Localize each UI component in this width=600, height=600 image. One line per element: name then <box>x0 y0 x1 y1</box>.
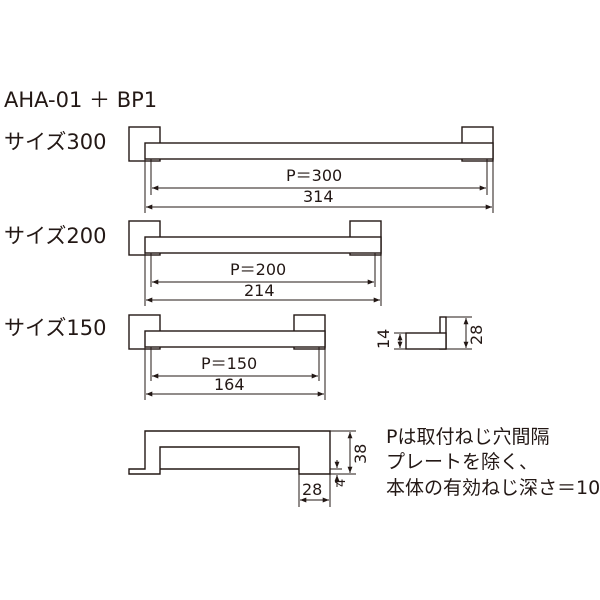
pitch-150-text: P＝150 <box>201 354 258 373</box>
length-150-text: 164 <box>214 375 245 394</box>
pitch-200-text: P＝200 <box>230 260 287 279</box>
end-view-grip-section <box>405 332 447 350</box>
handle-300-drawing <box>128 126 494 162</box>
length-200-text: 214 <box>244 281 275 300</box>
end-view-height-text: 28 <box>467 324 486 345</box>
pitch-300-text: P＝300 <box>286 166 343 185</box>
note-line-3: 本体の有効ねじ深さ＝10 <box>386 477 600 499</box>
size-300-label: サイズ300 <box>4 130 107 154</box>
side-view-base-text: 28 <box>302 480 323 499</box>
side-view-drawing <box>128 430 331 475</box>
note-line-2: プレートを除く、 <box>386 451 539 473</box>
end-view-drawing <box>405 316 447 350</box>
side-view-height-text: 38 <box>351 443 370 464</box>
end-view-thickness-text: 14 <box>374 328 393 349</box>
handle-200-drawing <box>128 220 382 256</box>
handle-150-grip-bar <box>144 330 326 348</box>
handle-150-drawing <box>128 314 326 350</box>
size-150-label: サイズ150 <box>4 316 107 340</box>
side-view-plate-text: 4 <box>334 478 349 487</box>
handle-200-grip-bar <box>144 236 382 254</box>
product-title: AHA-01 ＋ BP1 <box>4 88 158 112</box>
note-line-1: Pは取付ねじ穴間隔 <box>386 426 550 448</box>
handle-300-grip-bar <box>144 142 494 160</box>
side-view-handle-outline <box>128 430 331 475</box>
length-300-text: 314 <box>303 187 334 206</box>
size-200-label: サイズ200 <box>4 224 107 248</box>
